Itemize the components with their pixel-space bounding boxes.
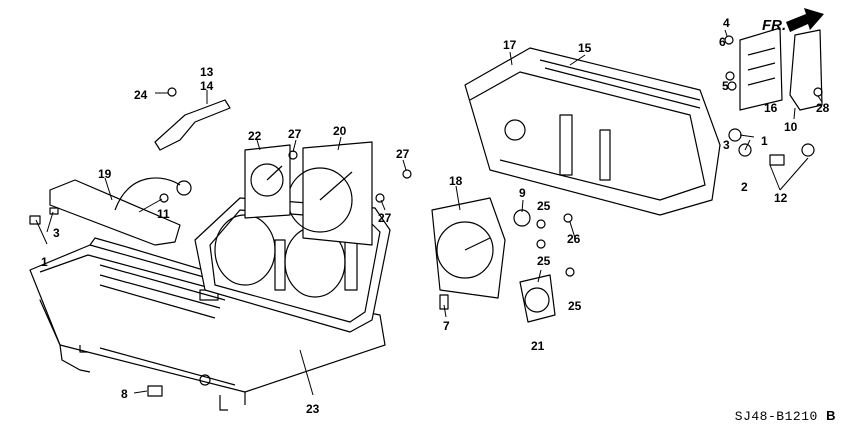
meter-20-drawing <box>287 141 373 246</box>
callout-25a: 25 <box>537 199 551 213</box>
direction-arrow: FR. <box>762 8 824 34</box>
callout-13: 13 <box>200 65 214 79</box>
callout-25c: 25 <box>568 299 582 313</box>
callout-20: 20 <box>333 124 347 138</box>
bracket-10-drawing <box>789 29 823 111</box>
bracket-13-drawing <box>154 99 231 151</box>
circuit-19-drawing <box>49 177 192 246</box>
hardware-drawing <box>29 35 823 397</box>
bracket-16-drawing <box>739 27 783 111</box>
callout-27b: 27 <box>396 147 410 161</box>
callout-27a: 27 <box>288 127 302 141</box>
callout-17: 17 <box>503 38 517 52</box>
reference-code: SJ48-B1210 <box>734 409 818 424</box>
callout-11: 11 <box>157 207 170 221</box>
callout-23: 23 <box>306 402 320 416</box>
callout-1b: 1 <box>761 134 768 148</box>
callout-24: 24 <box>134 88 148 102</box>
callout-19: 19 <box>98 167 112 181</box>
case-15-drawing <box>464 47 721 216</box>
callout-12: 12 <box>774 191 788 205</box>
callout-7: 7 <box>443 319 450 333</box>
callout-16: 16 <box>764 101 778 115</box>
callout-3a: 3 <box>53 226 60 240</box>
reference-suffix: B <box>826 408 836 423</box>
callout-21: 21 <box>531 339 545 353</box>
callout-28: 28 <box>816 101 830 115</box>
diagram-reference-code: SJ48-B1210 B <box>735 408 836 424</box>
meter-22-drawing <box>244 144 291 219</box>
callout-3b: 3 <box>723 138 730 152</box>
callout-5: 5 <box>722 79 729 93</box>
part-callouts: 1 1 2 3 3 3 4 5 6 7 8 9 10 11 12 13 14 1… <box>41 16 830 416</box>
callout-2: 2 <box>741 180 748 194</box>
callout-1a: 1 <box>41 255 48 269</box>
callout-14: 14 <box>200 79 214 93</box>
gauge-21-drawing <box>519 274 556 323</box>
callout-9: 9 <box>519 186 526 200</box>
direction-label: FR. <box>762 17 786 34</box>
callout-18: 18 <box>449 174 463 188</box>
callout-4: 4 <box>723 16 730 30</box>
callout-25b: 25 <box>537 254 551 268</box>
gauge-18-drawing <box>431 197 506 299</box>
callout-22: 22 <box>248 129 262 143</box>
callout-10: 10 <box>784 120 798 134</box>
callout-15: 15 <box>578 41 592 55</box>
leader-lines <box>35 29 823 396</box>
callout-27c: 27 <box>378 211 392 225</box>
callout-26: 26 <box>567 232 581 246</box>
callout-6: 6 <box>719 35 726 49</box>
housing-23-drawing <box>29 237 386 411</box>
callout-8: 8 <box>121 387 128 401</box>
